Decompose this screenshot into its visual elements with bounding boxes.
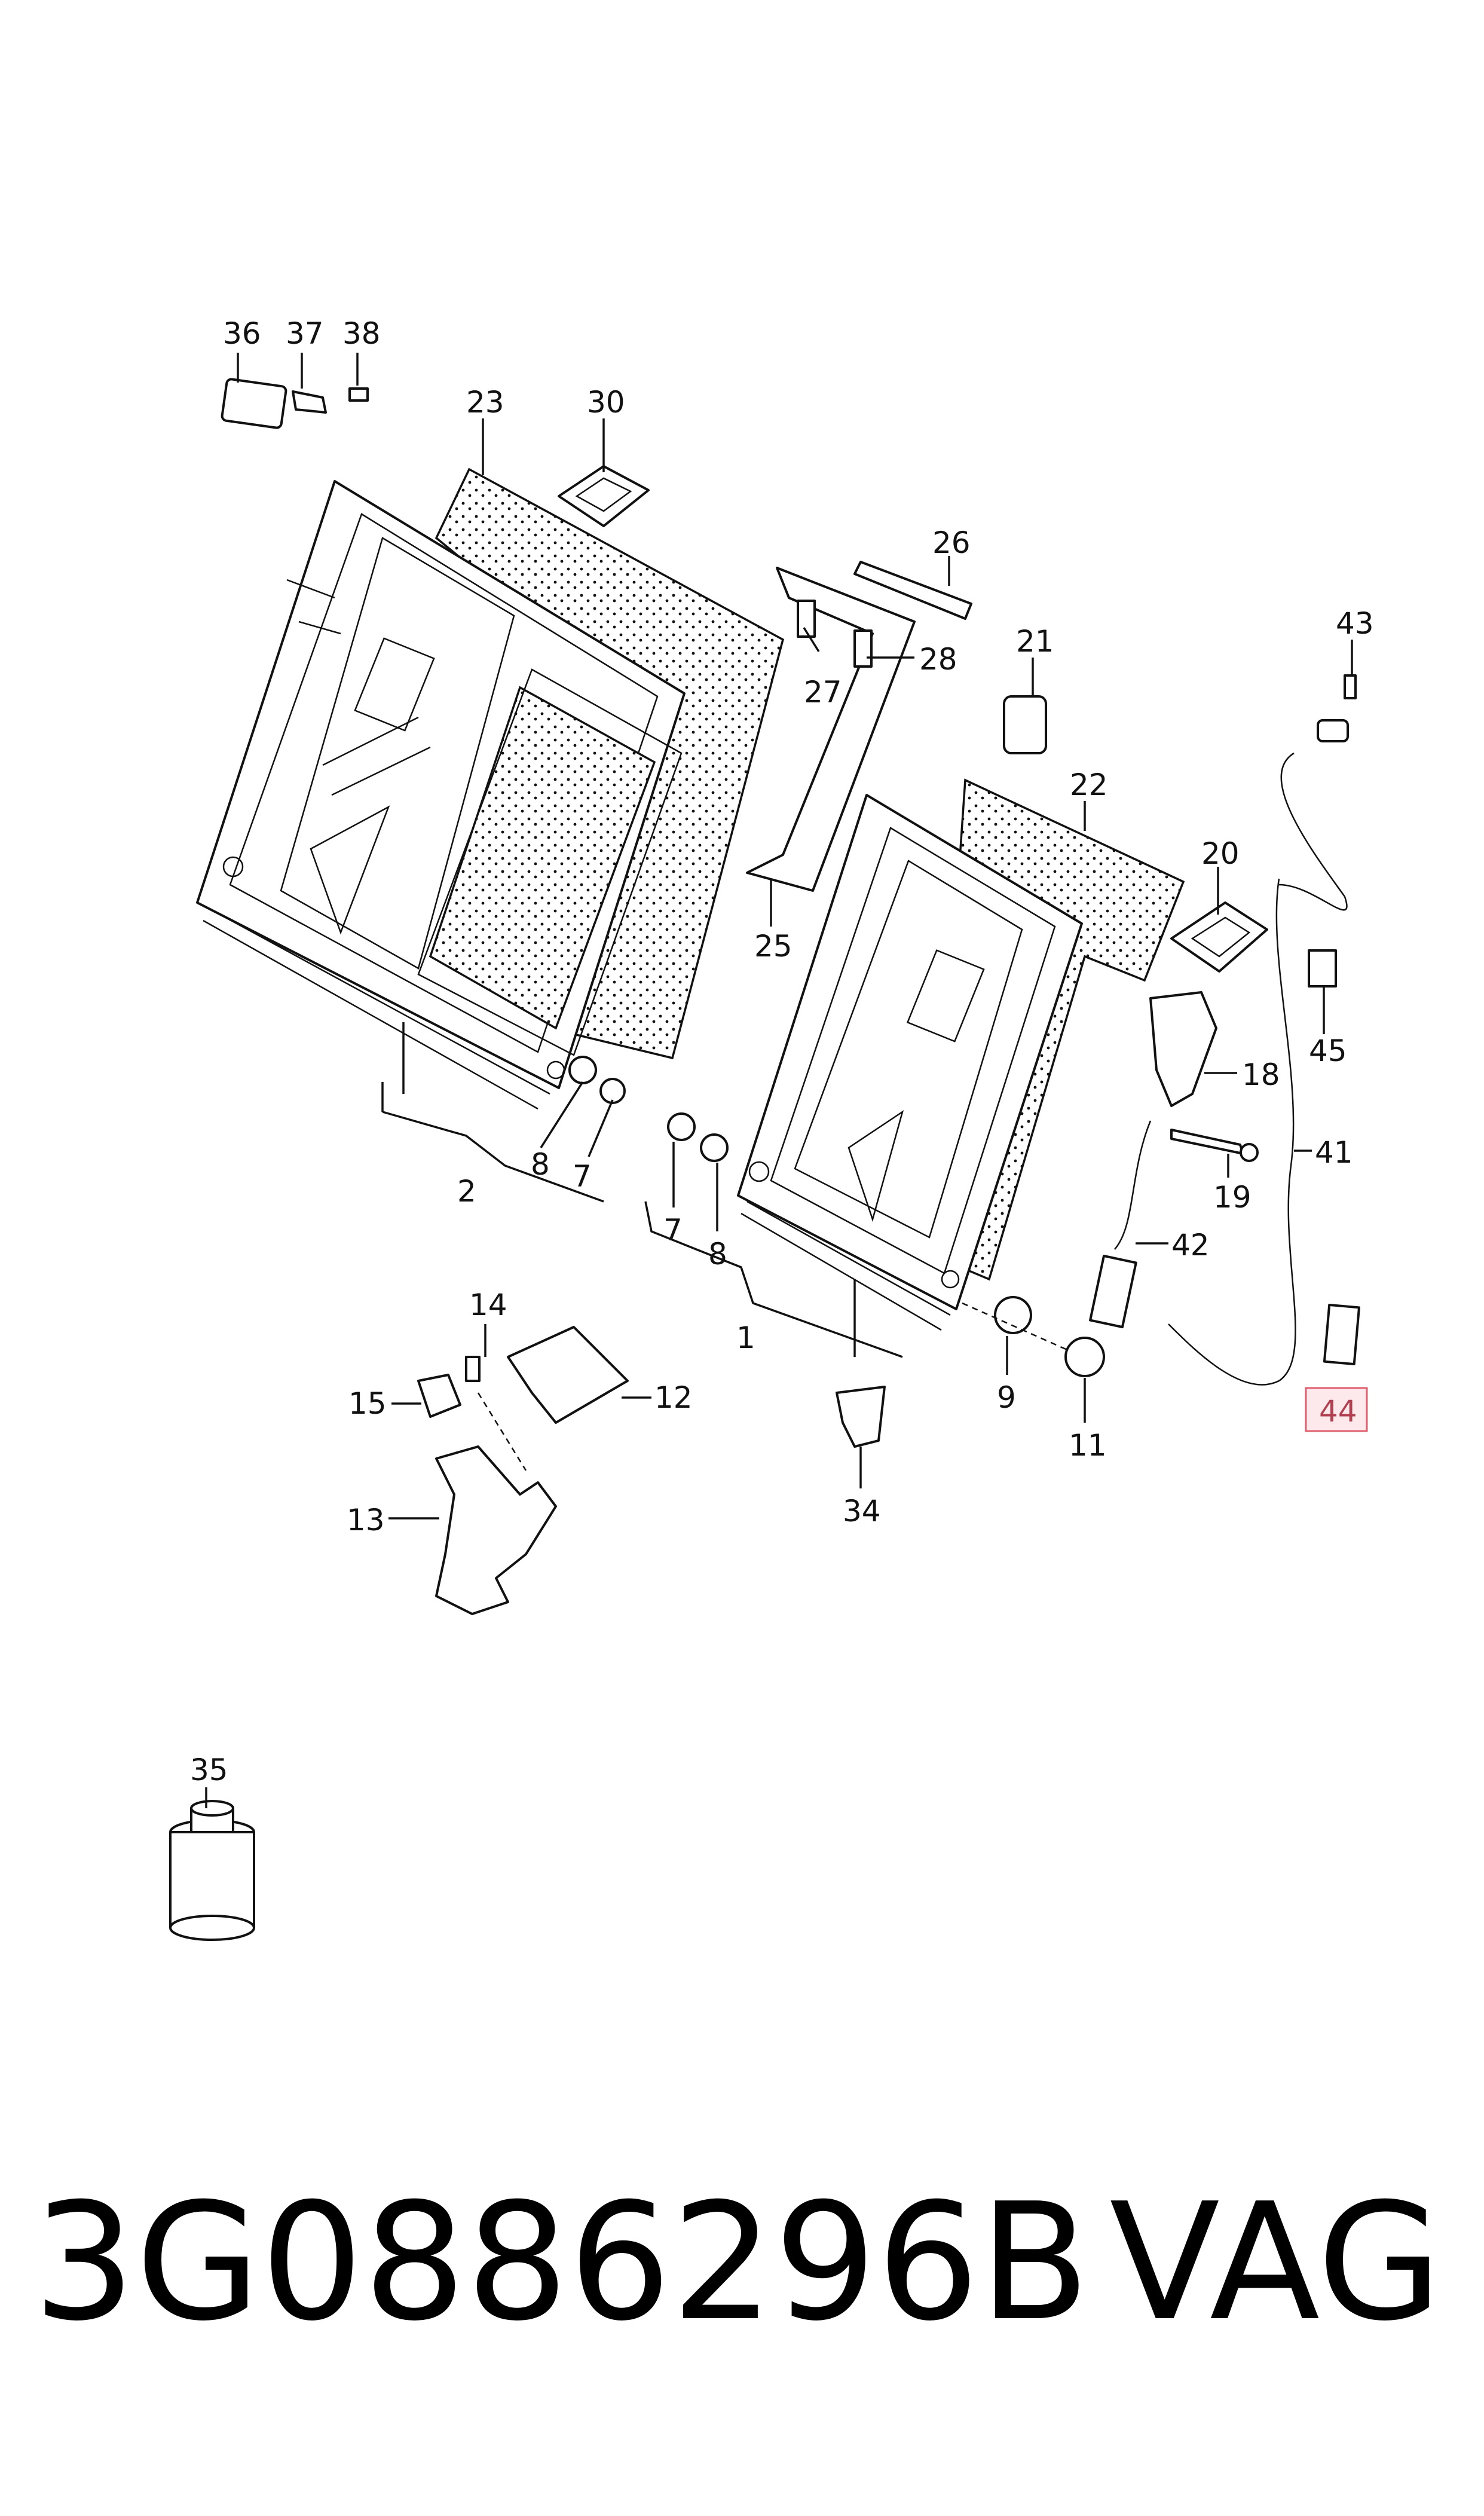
callout-38: 38 bbox=[342, 316, 381, 351]
bracket-37 bbox=[292, 390, 327, 414]
clip-43 bbox=[1317, 719, 1349, 742]
hinge-13 bbox=[435, 1445, 557, 1615]
callout-27: 27 bbox=[804, 675, 842, 710]
cable-41 bbox=[1168, 878, 1296, 1386]
screw-38 bbox=[348, 387, 369, 402]
cable-top-43-loop bbox=[1278, 752, 1348, 911]
callout-14: 14 bbox=[469, 1288, 507, 1322]
brand-label: VAG bbox=[1109, 2168, 1442, 2356]
callout-9: 9 bbox=[997, 1380, 1016, 1415]
callout-12: 12 bbox=[654, 1380, 693, 1415]
adhesive-container-35 bbox=[169, 1800, 255, 1941]
seat-lock-18 bbox=[1149, 991, 1217, 1107]
callout-35: 35 bbox=[190, 1753, 228, 1787]
trim-cover-30 bbox=[558, 465, 650, 527]
part-number: 3G0886296B bbox=[33, 2168, 1090, 2356]
callout-44-highlight bbox=[1305, 1387, 1368, 1432]
pull-strap-44 bbox=[1323, 1303, 1361, 1365]
callout-labels: 36 37 38 23 30 26 21 27 28 43 22 20 25 1… bbox=[190, 316, 1374, 1787]
callout-8-right: 8 bbox=[708, 1237, 727, 1271]
clip-15 bbox=[417, 1374, 461, 1418]
leader-lines bbox=[205, 353, 1353, 1808]
bushing-8-left bbox=[568, 1056, 597, 1084]
bracket-34 bbox=[836, 1386, 886, 1448]
seat-back-frame-left bbox=[196, 480, 686, 1110]
callout-41: 41 bbox=[1315, 1135, 1353, 1170]
cap-11 bbox=[1064, 1337, 1105, 1377]
release-handle-42 bbox=[1089, 1255, 1137, 1329]
callout-44: 44 bbox=[1319, 1394, 1357, 1429]
seat-back-frame-right bbox=[737, 794, 1083, 1331]
callout-42: 42 bbox=[1171, 1228, 1210, 1262]
trim-piece-36 bbox=[221, 378, 287, 429]
callout-13: 13 bbox=[347, 1503, 385, 1537]
callout-21: 21 bbox=[1016, 624, 1054, 659]
cover-12 bbox=[507, 1326, 629, 1424]
callout-23: 23 bbox=[466, 385, 504, 420]
callout-19: 19 bbox=[1213, 1180, 1252, 1215]
callout-2: 2 bbox=[457, 1174, 476, 1209]
callout-8-left: 8 bbox=[531, 1147, 550, 1182]
bushing-9 bbox=[994, 1296, 1032, 1334]
bolt-19 bbox=[1170, 1129, 1244, 1155]
cap-21 bbox=[1003, 695, 1047, 754]
callout-22: 22 bbox=[1070, 768, 1108, 802]
callout-7-left: 7 bbox=[573, 1159, 592, 1194]
screw-14 bbox=[465, 1356, 481, 1382]
callout-30: 30 bbox=[587, 385, 625, 420]
release-handle-cover-20 bbox=[1170, 901, 1268, 973]
pin-7-right bbox=[667, 1112, 696, 1141]
callout-43: 43 bbox=[1336, 606, 1374, 641]
callout-26: 26 bbox=[932, 525, 971, 560]
callout-15: 15 bbox=[348, 1386, 387, 1421]
callout-28: 28 bbox=[919, 642, 957, 677]
callout-25: 25 bbox=[754, 929, 793, 964]
cable-clip-45 bbox=[1308, 949, 1337, 988]
callout-1: 1 bbox=[736, 1320, 755, 1355]
release-cable-42 bbox=[1114, 1120, 1152, 1250]
clip-28 bbox=[853, 629, 873, 668]
callout-7-right: 7 bbox=[663, 1213, 683, 1248]
callout-37: 37 bbox=[286, 316, 324, 351]
callout-18: 18 bbox=[1242, 1057, 1280, 1092]
trim-strip-26 bbox=[853, 561, 972, 620]
callout-11: 11 bbox=[1069, 1428, 1107, 1463]
callout-20: 20 bbox=[1201, 836, 1240, 871]
callout-45: 45 bbox=[1309, 1034, 1347, 1068]
callout-36: 36 bbox=[223, 316, 261, 351]
screw-43 bbox=[1344, 674, 1357, 699]
callout-34: 34 bbox=[843, 1494, 881, 1528]
